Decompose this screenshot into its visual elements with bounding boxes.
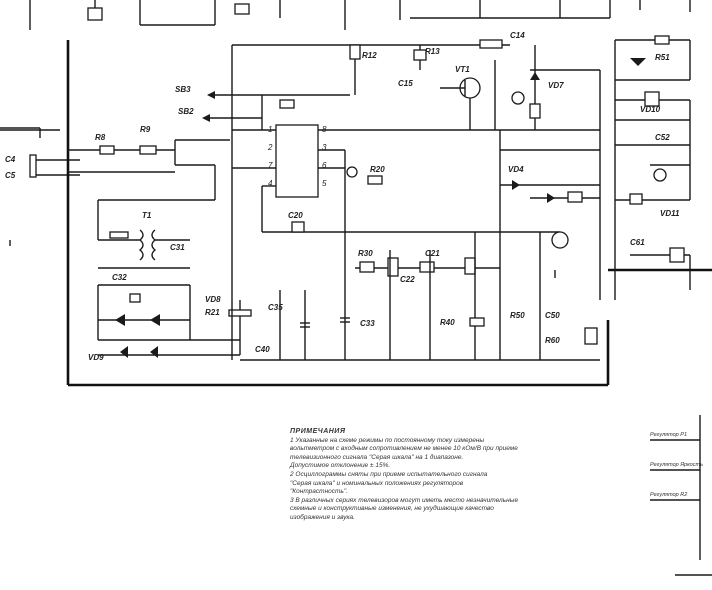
svg-text:R12: R12	[362, 51, 377, 60]
svg-text:7: 7	[268, 161, 273, 170]
svg-text:C31: C31	[170, 243, 185, 252]
transformer-section: T1 C31	[97, 199, 215, 269]
note-line: схемные и конструктивные изменения, не у…	[290, 505, 494, 513]
svg-text:C5: C5	[5, 171, 16, 180]
input-stage: R8 R9	[68, 125, 230, 200]
svg-text:T1: T1	[142, 211, 152, 220]
svg-text:4: 4	[268, 179, 273, 188]
svg-text:6: 6	[322, 161, 327, 170]
svg-text:R9: R9	[140, 125, 151, 134]
main-frame	[66, 40, 712, 387]
svg-text:R20: R20	[370, 165, 385, 174]
svg-text:VD10: VD10	[640, 105, 661, 114]
svg-text:C21: C21	[425, 249, 440, 258]
svg-text:R13: R13	[425, 47, 440, 56]
left-block: C4 C5	[0, 127, 80, 180]
svg-text:VD8: VD8	[205, 295, 221, 304]
svg-text:C35: C35	[268, 303, 283, 312]
note-line: "Контрастность".	[290, 488, 348, 496]
side-label-a: Регулятор Р1	[650, 432, 687, 438]
svg-text:C50: C50	[545, 311, 560, 320]
lower-network: R30 C21 C33 C35 C40 R40 R50 C50 R60 C22 …	[205, 150, 600, 361]
svg-text:VD9: VD9	[88, 353, 104, 362]
svg-text:C40: C40	[255, 345, 270, 354]
notes-title: ПРИМЕЧАНИЯ	[290, 428, 346, 435]
note-line: 1 Указанные на схеме режимы по постоянно…	[290, 436, 485, 444]
svg-text:C52: C52	[655, 133, 670, 142]
svg-text:R60: R60	[545, 336, 560, 345]
svg-text:VT1: VT1	[455, 65, 470, 74]
note-line: 2 Осциллограммы сняты при приеме испытат…	[290, 470, 488, 478]
note-line: изображения и звука.	[290, 513, 355, 521]
central-ic: 1 2 7 4 8 3 6 5	[231, 44, 600, 360]
svg-text:R51: R51	[655, 53, 670, 62]
stray-marks	[9, 240, 556, 278]
svg-text:C32: C32	[112, 273, 127, 282]
svg-text:C15: C15	[398, 79, 413, 88]
svg-text:R8: R8	[95, 133, 106, 142]
svg-text:C61: C61	[630, 238, 645, 247]
svg-text:R30: R30	[358, 249, 373, 258]
note-line: телевизионного сигнала "Серая шкала" на …	[290, 453, 464, 461]
svg-text:VD7: VD7	[548, 81, 564, 90]
side-reference-panel	[650, 415, 712, 576]
svg-text:3: 3	[322, 143, 327, 152]
note-line: Допустимое отклонение ± 15%.	[290, 462, 391, 470]
svg-text:R40: R40	[440, 318, 455, 327]
note-line: вольтметром с входным сопротивлением не …	[290, 445, 518, 453]
right-circuit: VD10 VD11 C61 R51 C52	[614, 35, 691, 300]
svg-text:R21: R21	[205, 308, 220, 317]
svg-text:R50: R50	[510, 311, 525, 320]
svg-text:VD4: VD4	[508, 165, 524, 174]
svg-text:C14: C14	[510, 31, 525, 40]
svg-text:5: 5	[322, 179, 327, 188]
note-line: "Серая шкала" и номинальных положениях р…	[290, 479, 464, 487]
svg-text:C22: C22	[400, 275, 415, 284]
svg-text:SB2: SB2	[178, 107, 194, 116]
output-arrows: SB3 SB2	[175, 85, 350, 130]
side-label-c: Регулятор R2	[650, 492, 688, 498]
svg-text:SB3: SB3	[175, 85, 191, 94]
top-edge-components	[29, 0, 691, 30]
note-line: 3 В различных сериях телевизоров могут и…	[290, 496, 519, 504]
svg-text:VD11: VD11	[660, 209, 680, 218]
diode-bridge: C32 VD8 VD9	[88, 273, 252, 362]
svg-text:C20: C20	[288, 211, 303, 220]
svg-text:2: 2	[267, 143, 273, 152]
svg-text:C33: C33	[360, 319, 375, 328]
svg-text:C4: C4	[5, 155, 16, 164]
transistor-stage: R12 R13 VT1 C14 C15 VD7	[349, 31, 600, 151]
notes-block: ПРИМЕЧАНИЯ 1 Указанные на схеме режимы п…	[290, 428, 590, 523]
side-label-b: Регулятор Яркость	[650, 462, 703, 468]
mid-components: R20 C20 VD4	[288, 70, 601, 300]
